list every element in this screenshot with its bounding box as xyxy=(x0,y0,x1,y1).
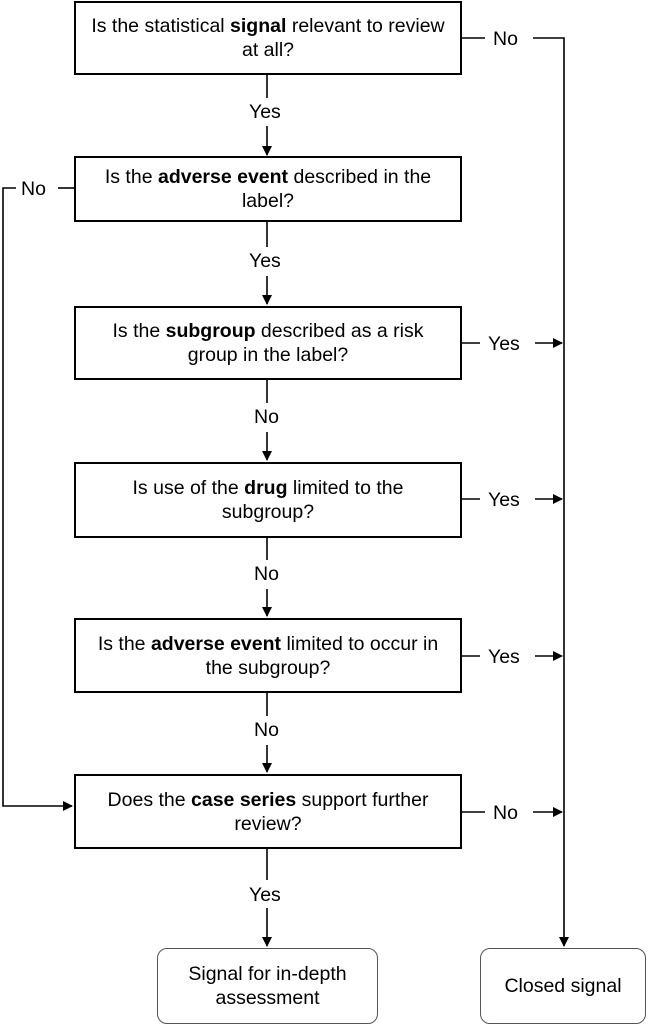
connector-right-column xyxy=(533,37,569,947)
decision-box-drug-limited: Is use of the drug limited to the subgro… xyxy=(74,462,462,538)
terminal-box-in-depth-assessment: Signal for in-depth assessment xyxy=(157,948,378,1024)
edge-label-q1-yes: Yes xyxy=(246,101,284,123)
edge-label-q6-no: No xyxy=(490,802,521,824)
decision-box-adverse-event-limited: Is the adverse event limited to occur in… xyxy=(74,618,462,693)
decision-box-signal-relevant: Is the statistical signal relevant to re… xyxy=(74,1,462,75)
edge-label-q2-yes: Yes xyxy=(246,250,284,272)
terminal-text: Closed signal xyxy=(504,975,622,997)
decision-text: Is the statistical signal relevant to re… xyxy=(91,15,445,61)
decision-text: Does the case series support further rev… xyxy=(107,788,429,835)
decision-text: Is use of the drug limited to the subgro… xyxy=(132,477,404,523)
terminal-text: Signal for in-depth assessment xyxy=(188,963,347,1009)
edge-label-q2-no: No xyxy=(18,178,49,200)
edge-label-q6-yes: Yes xyxy=(246,884,284,906)
terminal-box-closed-signal: Closed signal xyxy=(480,948,646,1024)
decision-box-case-series: Does the case series support further rev… xyxy=(74,774,462,849)
edge-label-q5-yes: Yes xyxy=(485,646,523,668)
decision-text: Is the subgroup described as a risk grou… xyxy=(112,320,424,366)
connector-left-column xyxy=(2,187,73,811)
edge-label-q3-yes: Yes xyxy=(485,333,523,355)
decision-text: Is the adverse event described in the la… xyxy=(104,166,432,212)
edge-label-q5-no: No xyxy=(251,719,282,741)
edge-label-q3-no: No xyxy=(251,406,282,428)
decision-box-subgroup-risk: Is the subgroup described as a risk grou… xyxy=(74,306,462,380)
edge-label-q4-yes: Yes xyxy=(485,489,523,511)
edge-label-q1-no: No xyxy=(490,28,521,50)
decision-box-adverse-event-labeled: Is the adverse event described in the la… xyxy=(74,156,462,222)
edge-label-q4-no: No xyxy=(251,563,282,585)
decision-text: Is the adverse event limited to occur in… xyxy=(97,632,439,679)
